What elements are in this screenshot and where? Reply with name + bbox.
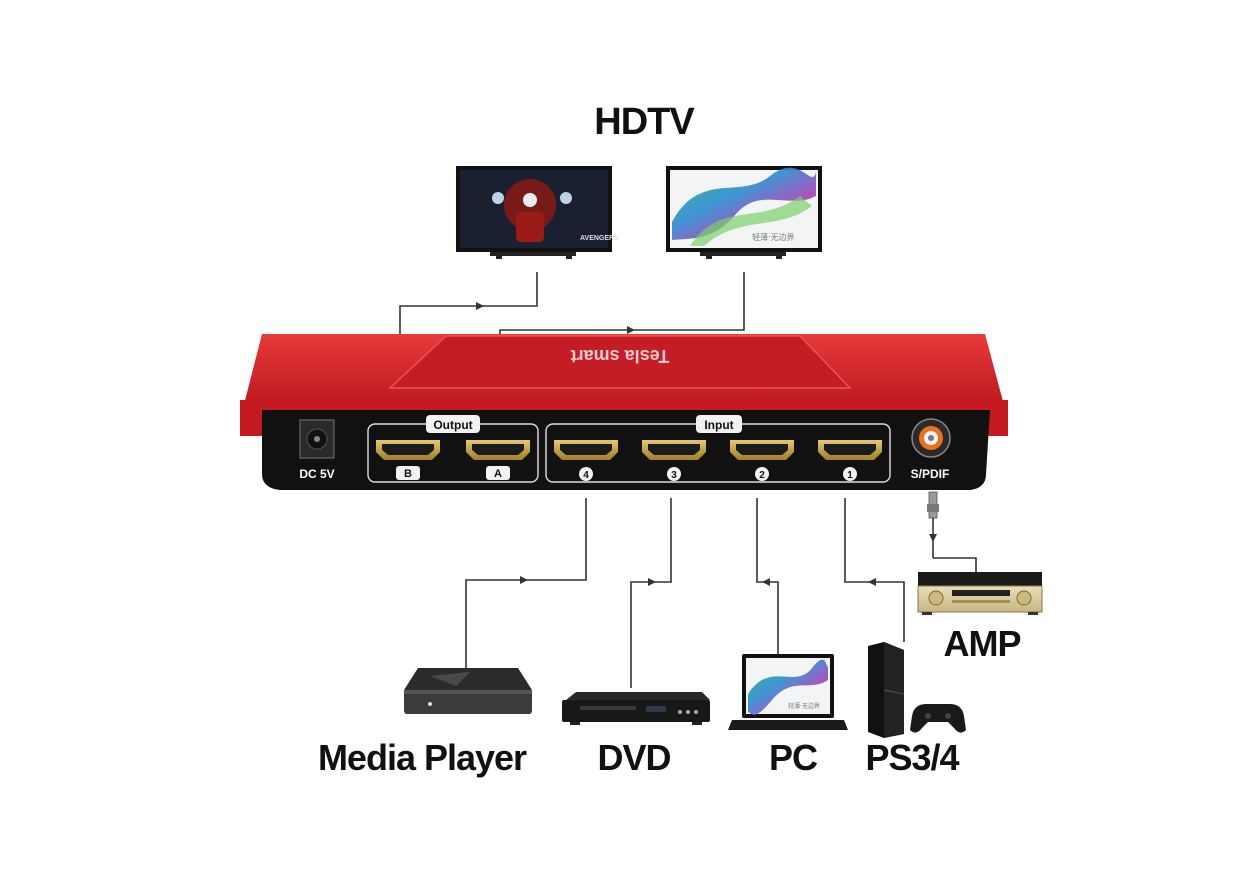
input-port-1-label: 1 bbox=[847, 470, 853, 481]
dc-port bbox=[299, 419, 335, 459]
tv-right: 轻薄·无边界 bbox=[666, 166, 822, 259]
media-player-front bbox=[404, 690, 532, 714]
pc-base bbox=[728, 720, 848, 730]
input-group-tag bbox=[696, 415, 742, 433]
hdtv-title: HDTV bbox=[594, 101, 695, 143]
wire-input-1 bbox=[844, 498, 905, 642]
tv-right-stand bbox=[700, 252, 786, 256]
hdmi-switch: Tesla smart bbox=[240, 334, 1008, 490]
spdif-jack: S/PDIF bbox=[911, 418, 951, 481]
output-group-tag bbox=[426, 415, 480, 433]
media-player-device: Media Player bbox=[318, 668, 532, 778]
amp-label: AMP bbox=[944, 623, 1021, 664]
spdif-label: S/PDIF bbox=[911, 467, 950, 481]
media-player-top bbox=[404, 668, 532, 690]
output-group-label: Output bbox=[433, 418, 472, 432]
wire-input-3 bbox=[630, 498, 672, 688]
input-port-3-label: 3 bbox=[671, 470, 677, 481]
output-port-a-label: A bbox=[494, 468, 502, 480]
pc-label: PC bbox=[769, 737, 818, 778]
media-player-label: Media Player bbox=[318, 737, 527, 778]
dvd-device: DVD bbox=[562, 692, 710, 778]
tv-left: AVENGERS bbox=[456, 166, 619, 259]
tv-left-stand bbox=[490, 252, 576, 256]
wire-input-2 bbox=[756, 498, 779, 654]
output-port-b-label: B bbox=[404, 468, 412, 480]
input-port-4-label: 4 bbox=[583, 470, 589, 481]
pc-device: 轻薄·无边界 PC bbox=[728, 654, 848, 778]
amp-top bbox=[918, 572, 1042, 586]
wire-input-4 bbox=[465, 498, 587, 668]
amp-device: AMP bbox=[917, 572, 1043, 664]
tv-left-brand: AVENGERS bbox=[580, 235, 619, 242]
spdif-cable bbox=[927, 491, 977, 572]
tv-right-caption: 轻薄·无边界 bbox=[752, 232, 795, 242]
dvd-front bbox=[562, 700, 710, 722]
switch-logo: Tesla smart bbox=[571, 346, 670, 366]
input-wires bbox=[465, 498, 905, 688]
input-group-label: Input bbox=[704, 418, 733, 432]
ps-controller bbox=[910, 704, 966, 733]
dc-jack: DC 5V bbox=[299, 419, 335, 481]
dvd-label: DVD bbox=[597, 737, 670, 778]
input-group: Input 4 3 2 1 bbox=[545, 415, 891, 483]
wire-spdif bbox=[933, 557, 977, 572]
output-group: Output B A bbox=[367, 415, 539, 483]
ps-label: PS3/4 bbox=[865, 737, 959, 778]
ps-device: PS3/4 bbox=[865, 642, 966, 778]
dc-label: DC 5V bbox=[299, 467, 334, 481]
input-port-2-label: 2 bbox=[759, 470, 765, 481]
pc-caption: 轻薄·无边界 bbox=[788, 702, 820, 710]
